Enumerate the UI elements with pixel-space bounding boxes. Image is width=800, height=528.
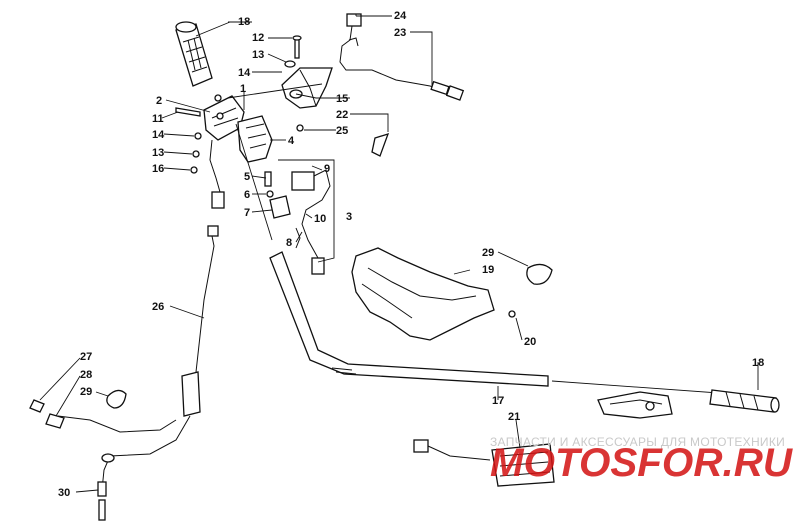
callout-12: 12: [252, 32, 264, 44]
callout-4: 4: [288, 135, 295, 147]
right-grip-part: [709, 389, 780, 413]
bolt-part-12: [292, 35, 302, 59]
callout-7: 7: [244, 207, 250, 219]
throttle-lever-part: [281, 67, 333, 109]
watermark-tagline: ЗАПЧАСТИ И АКСЕССУАРЫ ДЛЯ МОТОТЕХНИКИ: [490, 435, 785, 449]
screw-part-25: [296, 124, 304, 132]
callout-17: 17: [492, 395, 504, 407]
site-watermark: ЗАПЧАСТИ И АКСЕССУАРЫ ДЛЯ МОТОТЕХНИКИ MO…: [490, 435, 793, 485]
leader-lines: [39, 14, 759, 493]
throttle-cable-part: [57, 225, 219, 491]
throttle-housing-part: [203, 95, 245, 141]
callout-16: 16: [152, 163, 164, 175]
callout-6: 6: [244, 189, 250, 201]
callout-8: 8: [286, 237, 292, 249]
callout-10: 10: [314, 213, 326, 225]
callout-20: 20: [524, 336, 536, 348]
brake-lever-assembly-part: [597, 391, 673, 419]
fastener-14-top: [214, 94, 222, 102]
cable-end-part-30: [97, 481, 107, 521]
callout-27: 27: [80, 351, 92, 363]
heater-wire-left-part: [209, 139, 225, 209]
callout-3: 3: [346, 211, 352, 223]
throttle-sensor-cable-part: [339, 13, 465, 101]
clip-part-27: [29, 399, 45, 413]
callout-29-left: 29: [80, 386, 92, 398]
callout-1: 1: [240, 83, 246, 95]
screw-part-20: [508, 310, 516, 318]
callout-29-right: 29: [482, 247, 494, 259]
callout-14-left: 14: [152, 129, 165, 141]
handlebar-pad-part: [351, 247, 495, 341]
callout-26: 26: [152, 301, 164, 313]
callout-18-top: 18: [238, 16, 250, 28]
callout-bracket-3: [278, 159, 335, 263]
callout-23: 23: [394, 27, 406, 39]
callout-25: 25: [336, 125, 348, 137]
assembly-guide-line: [235, 123, 273, 241]
callout-13-top: 13: [252, 49, 264, 61]
switch-parts-5-6-7: [264, 171, 291, 219]
callout-21: 21: [508, 411, 520, 423]
washer-part: [284, 60, 296, 68]
callout-15: 15: [336, 93, 348, 105]
handlebar-part: [269, 251, 549, 387]
fastener-14-left: [194, 132, 202, 140]
wiring-harness-part: [291, 169, 331, 275]
fastener-13-left: [192, 150, 200, 158]
clamp-ring-part-left: [106, 389, 127, 409]
callout-13-left: 13: [152, 147, 164, 159]
callout-19: 19: [482, 264, 494, 276]
callout-2: 2: [156, 95, 162, 107]
heater-element-part: [413, 439, 555, 487]
callout-18-right: 18: [752, 357, 764, 369]
watermark-logo: MOTOSFOR.RU: [490, 441, 793, 485]
callout-5: 5: [244, 171, 250, 183]
clamp-ring-part-right: [526, 263, 553, 285]
callout-24: 24: [394, 10, 407, 22]
callout-28: 28: [80, 369, 92, 381]
callout-9: 9: [324, 163, 330, 175]
fastener-16: [190, 166, 198, 174]
callout-labels: 18 12 13 14 1 2 15 22 11 14 25 4 13 9 16…: [58, 10, 764, 499]
fitting-part-28: [45, 413, 65, 429]
switch-housing-part: [237, 115, 273, 163]
callout-22: 22: [336, 109, 348, 121]
callout-14-top: 14: [238, 67, 251, 79]
screw-part-11: [175, 107, 201, 117]
callout-11: 11: [152, 113, 164, 125]
left-grip-part: [175, 21, 213, 87]
pin-part-22: [371, 132, 390, 157]
callout-30: 30: [58, 487, 70, 499]
